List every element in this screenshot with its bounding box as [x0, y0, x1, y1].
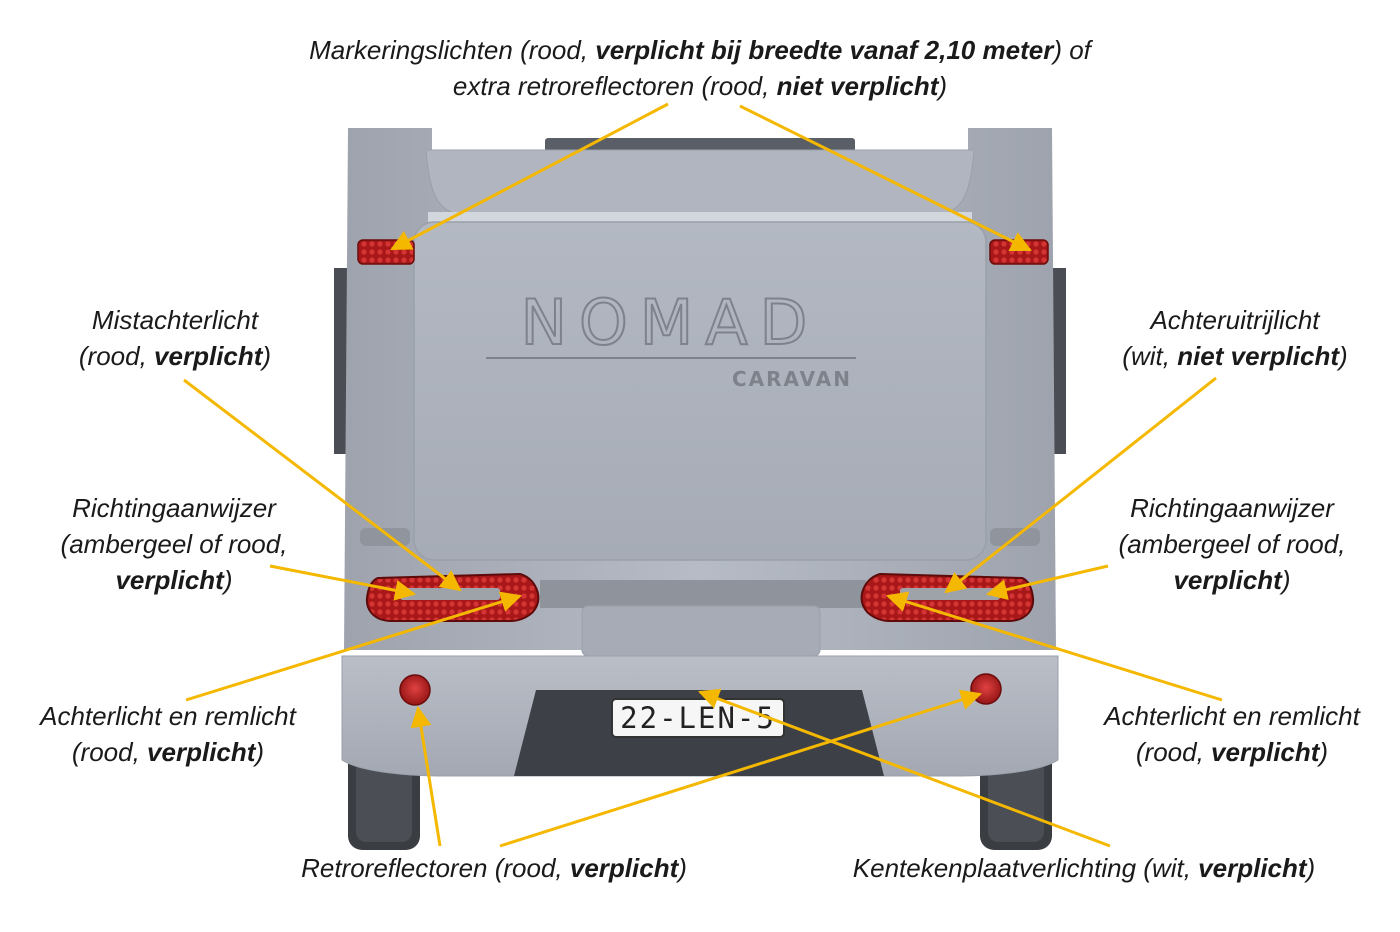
callout-arrows	[183, 102, 1223, 848]
arrow-plate-light	[698, 688, 1111, 848]
label-reflectors: Retroreflectoren (rood, verplicht)	[254, 850, 734, 886]
label-bold: verplicht	[1173, 565, 1282, 595]
label-text: )	[223, 565, 233, 595]
label-text: (rood,	[1135, 737, 1212, 767]
label-bold: verplicht	[569, 853, 679, 883]
label-text: Mistachterlicht	[91, 305, 259, 335]
label-indicator-right: Richtingaanwijzer (ambergeel of rood, ve…	[1082, 490, 1382, 598]
label-tail-left: Achterlicht en remlicht (rood, verplicht…	[4, 698, 332, 770]
label-bold: verplicht	[147, 737, 256, 767]
arrow-marker-left	[390, 102, 669, 251]
label-tail-right: Achterlicht en remlicht (rood, verplicht…	[1068, 698, 1396, 770]
handle-left	[360, 528, 410, 546]
arrow-indicator-left	[269, 564, 417, 601]
brand-sub: CARAVAN	[732, 367, 852, 391]
license-plate-text: 22-LEN-5	[620, 701, 776, 735]
label-text: Achterlicht en remlicht	[1104, 701, 1360, 731]
label-reverse-light: Achteruitrijlicht (wit, niet verplicht)	[1090, 302, 1380, 374]
label-text: )	[255, 737, 265, 767]
label-bold: niet verplicht	[776, 71, 939, 101]
label-text: Achterlicht en remlicht	[40, 701, 296, 731]
label-text: )	[678, 853, 687, 883]
rear-panel	[413, 221, 987, 561]
arrow-tail-left	[185, 591, 523, 702]
label-text: )	[262, 341, 272, 371]
label-text: Richtingaanwijzer	[1130, 493, 1334, 523]
label-text: (rood,	[71, 737, 148, 767]
label-text: (ambergeel of rood,	[60, 529, 288, 559]
label-text: extra retroreflectoren (rood,	[452, 71, 777, 101]
label-text: (wit,	[1122, 341, 1178, 371]
label-text: )	[1319, 737, 1329, 767]
arrow-reverse	[944, 376, 1217, 594]
label-indicator-left: Richtingaanwijzer (ambergeel of rood, ve…	[24, 490, 324, 598]
label-bold: verplicht	[115, 565, 224, 595]
reflector-left	[399, 674, 431, 706]
lower-panel	[581, 605, 821, 657]
label-bold: verplicht bij breedte vanaf 2,10 meter	[595, 35, 1054, 65]
label-bold: verplicht	[1211, 737, 1320, 767]
label-text: ) of	[1053, 35, 1091, 65]
label-text: Richtingaanwijzer	[72, 493, 276, 523]
rear-trim	[428, 212, 972, 224]
marker-light-left	[357, 239, 415, 265]
label-plate-light: Kentekenplaatverlichting (wit, verplicht…	[794, 850, 1374, 886]
label-marker-lights: Markeringslichten (rood, verplicht bij b…	[200, 32, 1200, 104]
label-bold: niet verplicht	[1177, 341, 1340, 371]
arrow-fog	[183, 378, 462, 592]
label-text: (ambergeel of rood,	[1118, 529, 1346, 559]
label-text: )	[1306, 853, 1316, 883]
label-text: )	[1339, 341, 1348, 371]
label-text: Markeringslichten (rood,	[309, 35, 596, 65]
label-bold: verplicht	[1198, 853, 1307, 883]
arrow-reflector-right	[499, 689, 983, 848]
arrow-indicator-right	[985, 564, 1109, 600]
arrow-tail-right	[885, 591, 1223, 702]
label-text: )	[938, 71, 948, 101]
arrow-marker-right	[739, 104, 1032, 252]
arrow-reflector-left	[410, 705, 442, 847]
label-text: Achteruitrijlicht	[1150, 305, 1320, 335]
label-text: Kentekenplaatverlichting (wit,	[852, 853, 1199, 883]
label-text: Retroreflectoren (rood,	[301, 853, 570, 883]
label-text: )	[1281, 565, 1291, 595]
light-bar-strip	[540, 580, 866, 608]
label-fog-light: Mistachterlicht (rood, verplicht)	[50, 302, 300, 374]
brand-logo: NOMAD	[521, 286, 820, 359]
label-bold: verplicht	[154, 341, 263, 371]
label-text: (rood,	[78, 341, 155, 371]
reflector-right	[970, 673, 1002, 705]
